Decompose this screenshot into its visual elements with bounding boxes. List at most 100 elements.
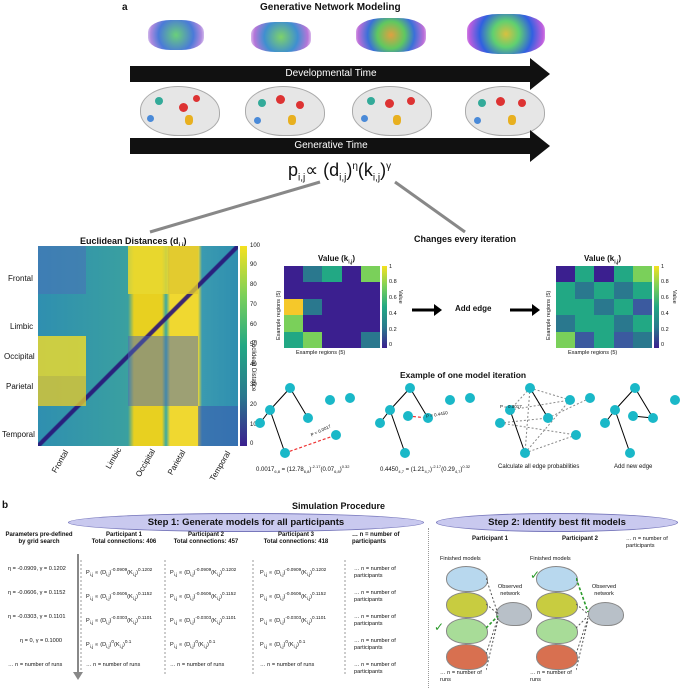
calc-probabilities-label: Calculate all edge probabilities xyxy=(498,464,580,470)
model-brain-yellow-2 xyxy=(536,592,578,618)
n-participants-header: … n = number of participants xyxy=(352,532,400,545)
graph-initial xyxy=(255,383,355,458)
step2-banner: Step 2: Identify best fit models xyxy=(436,513,678,532)
p1-formula-1: Pi,j ∝ (Di,j)-0.0909(Ki,j)0.1202 xyxy=(86,567,153,577)
developmental-time-label: Developmental Time xyxy=(285,68,377,79)
tractography-image-4 xyxy=(465,12,547,58)
euclid-colorbar xyxy=(240,246,247,446)
row-label-occipital: Occipital xyxy=(4,352,35,361)
iteration-eq-2: 0.44504,7 = (1.214,7)-2.17(0.294,7)0.32 xyxy=(380,464,471,475)
panel-a-title: Generative Network Modeling xyxy=(260,2,401,13)
model-brain-blue-2 xyxy=(536,566,578,592)
step2-n-participants: … n = number of participants xyxy=(626,536,668,549)
generative-time-arrow: Generative Time xyxy=(130,138,532,154)
graph-all-probabilities xyxy=(495,383,595,458)
tractography-image-1 xyxy=(140,14,212,56)
param-row-4: η = 0, γ = 0.1000 xyxy=(20,638,62,644)
p2-formula-4: Pi,j ∝ (Di,j)0(Ki,j)0.1 xyxy=(170,639,216,649)
example-regions-y-1: Example regions (5) xyxy=(276,290,282,340)
model-connectors-1 xyxy=(486,577,499,671)
value-axis-label-1: Value xyxy=(397,290,403,304)
model-connectors-2 xyxy=(576,577,589,671)
arrowhead-icon xyxy=(530,130,550,162)
value-axis-label-2: Value xyxy=(671,290,677,304)
example-regions-y-2: Example regions (5) xyxy=(546,290,552,340)
value-colorbar-2 xyxy=(654,266,659,348)
p3-n-runs: … n = number of runs xyxy=(260,662,315,668)
value-title-1: Value (ki,j) xyxy=(318,254,356,266)
value-colorbar-1-ticks: 1 0.8 0.6 0.4 0.2 0 xyxy=(389,264,397,348)
example-regions-x-1: Example regions (5) xyxy=(296,350,346,356)
step2-n-runs-1: … n = number of runs xyxy=(440,670,482,683)
p1-n-runs: … n = number of runs xyxy=(86,662,141,668)
euclidean-distance-matrix xyxy=(38,246,238,446)
n-participants-row-2: … n = number of participants xyxy=(354,590,396,603)
checkmark-icon: ✓ xyxy=(434,620,445,634)
graph-new-edge xyxy=(600,383,680,458)
graph-candidate-edge xyxy=(375,383,475,458)
p1-formula-2: Pi,j ∝ (Di,j)-0.0606(Ki,j)0.1152 xyxy=(86,591,152,601)
finished-models-1: Finished models xyxy=(440,556,481,562)
p3-formula-4: Pi,j ∝ (Di,j)0(Ki,j)0.1 xyxy=(260,639,306,649)
add-edge-label: Add edge xyxy=(455,304,492,313)
generative-time-label: Generative Time xyxy=(294,140,368,151)
panel-b-label: b xyxy=(2,500,9,511)
tractography-image-2 xyxy=(245,16,317,58)
param-row-1: η = -0.0909, γ = 0.1202 xyxy=(8,566,66,572)
n-participants-row-3: … n = number of participants xyxy=(354,614,396,627)
p-label-3: P = 0.0017 xyxy=(500,404,522,409)
brain-network-4 xyxy=(465,86,545,136)
observed-network-1: Observed network xyxy=(497,584,523,597)
param-row-2: η = -0.0606, γ = 0.1152 xyxy=(8,590,66,596)
finished-models-2: Finished models xyxy=(530,556,571,562)
brain-network-3 xyxy=(352,86,432,136)
step2-divider xyxy=(428,528,430,688)
panel-a-label: a xyxy=(122,2,128,13)
add-new-edge-label: Add new edge xyxy=(614,464,653,470)
p2-formula-1: Pi,j ∝ (Di,j)-0.0909(Ki,j)0.1202 xyxy=(170,567,237,577)
row-label-temporal: Temporal xyxy=(2,430,35,439)
add-edge-arrows xyxy=(412,304,540,316)
n-participants-row-5: … n = number of participants xyxy=(354,662,396,675)
row-label-frontal: Frontal xyxy=(8,274,33,283)
p2-n-runs: … n = number of runs xyxy=(170,662,225,668)
value-title-2: Value (ki,j) xyxy=(584,254,622,266)
step2-n-runs-2: … n = number of runs xyxy=(530,670,572,683)
p1-formula-4: Pi,j ∝ (Di,j)0(Ki,j)0.1 xyxy=(86,639,132,649)
value-matrix-after xyxy=(556,266,652,348)
observed-network-2: Observed network xyxy=(591,584,617,597)
p3-formula-2: Pi,j ∝ (Di,j)-0.0606(Ki,j)0.1152 xyxy=(260,591,326,601)
model-brain-red-2 xyxy=(536,644,578,670)
p3-formula-1: Pi,j ∝ (Di,j)-0.0909(Ki,j)0.1202 xyxy=(260,567,327,577)
model-brain-blue-1 xyxy=(446,566,488,592)
param-header: Parameters pre-defined by grid search xyxy=(5,532,73,545)
observed-brain-2 xyxy=(588,602,624,626)
developmental-time-arrow: Developmental Time xyxy=(130,66,532,82)
panel-b-title: Simulation Procedure xyxy=(292,501,386,511)
p1-formula-3: Pi,j ∝ (Di,j)-0.0303(Ki,j)0.1101 xyxy=(86,615,152,625)
value-matrix-before xyxy=(284,266,380,348)
main-formula: pi,j∝ (di,j)η(ki,j)γ xyxy=(288,160,392,184)
arrowhead-icon xyxy=(530,58,550,90)
table-separators xyxy=(73,554,346,680)
row-label-parietal: Parietal xyxy=(6,382,34,391)
p3-formula-3: Pi,j ∝ (Di,j)-0.0303(Ki,j)0.1101 xyxy=(260,615,326,625)
value-colorbar-2-ticks: 1 0.8 0.6 0.4 0.2 0 xyxy=(661,264,669,348)
row-label-limbic: Limbic xyxy=(10,322,34,331)
value-colorbar-1 xyxy=(382,266,387,348)
euclid-title: Euclidean Distances (di,j) xyxy=(80,236,187,249)
euclid-colorbar-ticks: 100 90 80 70 60 50 40 30 20 10 0 xyxy=(250,243,261,447)
step2-participant-2: Participant 2 xyxy=(561,536,598,542)
brain-network-1 xyxy=(140,86,220,136)
tractography-image-3 xyxy=(352,14,430,58)
changes-title: Changes every iteration xyxy=(414,234,517,244)
model-brain-green-1 xyxy=(446,618,488,644)
param-row-3: η = -0.0303, γ = 0.1101 xyxy=(8,614,66,620)
example-regions-x-2: Example regions (5) xyxy=(568,350,618,356)
model-brain-red-1 xyxy=(446,644,488,670)
p2-formula-2: Pi,j ∝ (Di,j)-0.0606(Ki,j)0.1152 xyxy=(170,591,236,601)
checkmark-icon: ✓ xyxy=(530,568,541,582)
